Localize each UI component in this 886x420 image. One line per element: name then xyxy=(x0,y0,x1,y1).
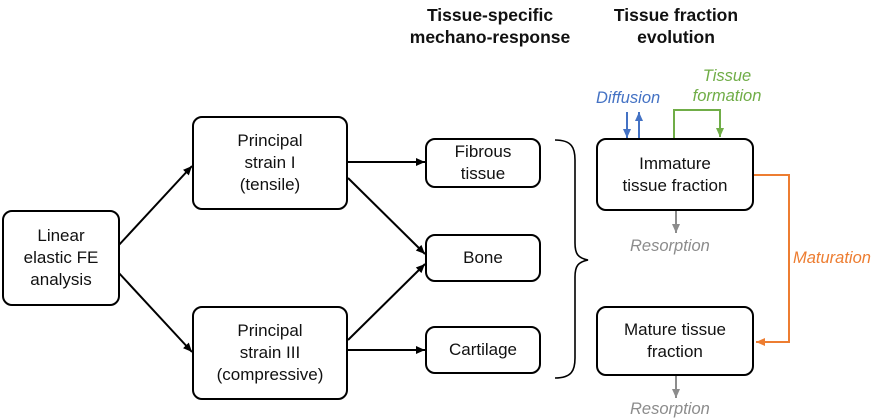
tissue-formation-loop xyxy=(673,109,724,138)
fibrous-tissue-label: Fibrous tissue xyxy=(454,142,512,183)
fe-analysis-box: Linear elastic FE analysis xyxy=(2,210,120,306)
resorption-mature-label: Resorption xyxy=(630,400,710,418)
immature-fraction-box: Immature tissue fraction xyxy=(596,138,754,211)
fe-analysis-label: Linear elastic FE analysis xyxy=(23,226,99,289)
cartilage-label: Cartilage xyxy=(448,340,518,359)
strain-3-label: Principal strain III (compressive) xyxy=(216,321,324,384)
strain-1-label: Principal strain I (tensile) xyxy=(237,131,303,194)
strain-1-box: Principal strain I (tensile) xyxy=(192,116,348,210)
arrow-strain-3-to-bone xyxy=(347,263,426,341)
mature-fraction-label: Mature tissue fraction xyxy=(623,320,727,361)
bone-box: Bone xyxy=(425,234,541,282)
arrow-fe-to-strain-1 xyxy=(117,165,193,247)
grouping-brace xyxy=(554,139,589,379)
fibrous-tissue-box: Fibrous tissue xyxy=(425,138,541,188)
arrow-fe-to-strain-3 xyxy=(117,271,193,353)
bone-label: Bone xyxy=(463,248,503,267)
immature-fraction-label: Immature tissue fraction xyxy=(622,153,728,195)
header-fraction-evolution: Tissue fraction evolution xyxy=(613,5,739,47)
maturation-arrow xyxy=(754,174,790,346)
diffusion-label: Diffusion xyxy=(596,89,661,107)
resorption-immature-label: Resorption xyxy=(630,237,710,255)
strain-3-box: Principal strain III (compressive) xyxy=(192,306,348,400)
arrow-strain-1-to-bone xyxy=(347,177,426,255)
tissue-formation-label: Tissue formation xyxy=(692,67,762,105)
mature-fraction-box: Mature tissue fraction xyxy=(596,306,754,376)
maturation-label: Maturation xyxy=(793,249,871,267)
cartilage-box: Cartilage xyxy=(425,326,541,374)
header-mechano-response: Tissue-specific mechano-response xyxy=(409,5,571,47)
